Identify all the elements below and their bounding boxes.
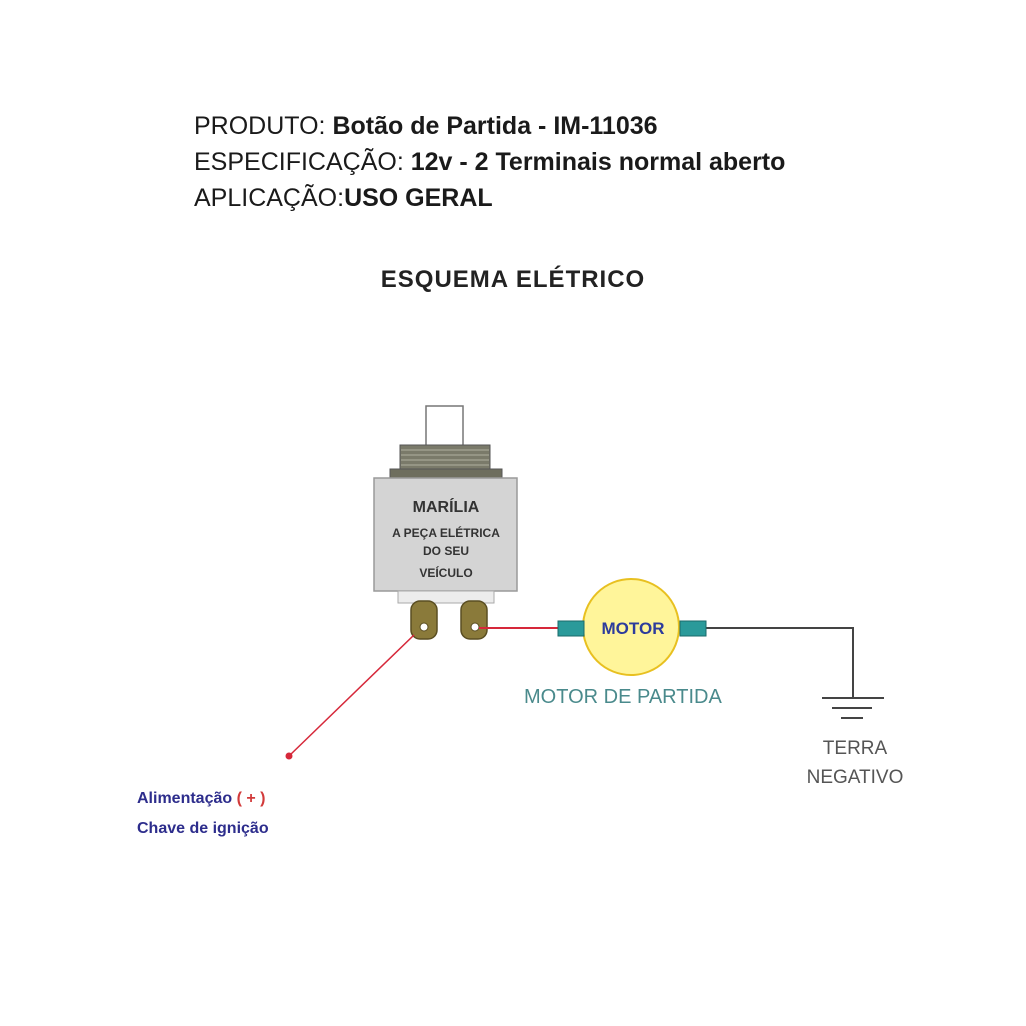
specification-value: 12v - 2 Terminais normal aberto [410,148,786,176]
ignition-wire-end [285,752,293,760]
motor-connector-left [557,620,585,637]
terminal-left-hole [419,622,429,632]
terminal-right-hole [470,622,480,632]
ground-caption: TERRA NEGATIVO [790,734,920,792]
switch-text-line2: DO SEU [423,544,469,558]
motor-label: MOTOR [602,619,665,638]
application-value: USO GERAL [344,184,493,212]
thread-lines [401,449,489,466]
supply-label: Alimentação [137,790,233,807]
application-line: APLICAÇÃO:USO GERAL [194,180,785,216]
switch-brand: MARÍLIA [413,497,480,516]
supply-line1: Alimentação ( + ) [137,784,269,814]
start-button-switch: MARÍLIA A PEÇA ELÉTRICA DO SEU VEÍCULO [373,405,518,640]
wire-ignition-to-switch [288,634,415,757]
supply-polarity: ( + ) [236,790,266,807]
switch-text-line1: A PEÇA ELÉTRICA [392,525,500,540]
starter-motor: MOTOR [557,578,707,676]
ground-icon [822,697,884,719]
application-label: APLICAÇÃO: [194,184,345,212]
specification-line: ESPECIFICAÇÃO: 12v - 2 Terminais normal … [194,144,785,180]
switch-text-line3: VEÍCULO [419,565,472,580]
product-value: Botão de Partida - IM-11036 [332,112,658,140]
specification-label: ESPECIFICAÇÃO: [194,148,411,176]
product-line: PRODUTO: Botão de Partida - IM-11036 [194,108,785,144]
terminal-right [460,600,488,640]
product-info: PRODUTO: Botão de Partida - IM-11036 ESP… [194,108,785,216]
ground-caption-line1: TERRA [822,738,888,759]
schema-title: ESQUEMA ELÉTRICO [380,266,646,293]
supply-line2: Chave de ignição [137,820,269,837]
switch-base [397,590,495,604]
wire-motor-to-ground [705,627,854,697]
motor-connector-right [679,620,707,637]
terminal-left [410,600,438,640]
product-label: PRODUTO: [194,112,333,140]
supply-caption: Alimentação ( + ) Chave de ignição [137,784,269,844]
ground-caption-line2: NEGATIVO [806,767,904,788]
motor-caption: MOTOR DE PARTIDA [524,686,722,708]
button-plunger [425,405,464,447]
